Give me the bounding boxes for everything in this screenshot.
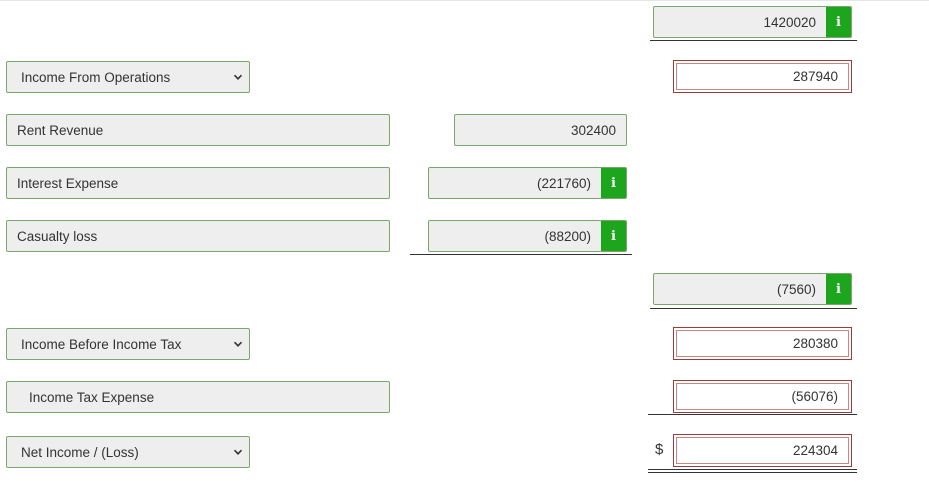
chevron-down-icon <box>233 341 243 347</box>
underline <box>410 254 632 255</box>
info-icon[interactable]: i <box>601 168 626 198</box>
field-value: 280380 <box>792 336 838 351</box>
underline <box>650 308 857 309</box>
field-label: Income Tax Expense <box>29 389 155 405</box>
select-label: Net Income / (Loss) <box>21 444 139 460</box>
rent-revenue-label-field[interactable]: Rent Revenue <box>6 114 390 146</box>
income-before-tax-field[interactable]: 280380 <box>673 327 852 360</box>
underline <box>648 414 857 415</box>
field-value: 287940 <box>792 69 838 84</box>
info-icon[interactable]: i <box>601 221 626 251</box>
field-value: 224304 <box>792 443 838 458</box>
field-value: 302400 <box>570 122 616 138</box>
info-icon[interactable]: i <box>826 7 851 37</box>
net-income-select[interactable]: Net Income / (Loss) <box>6 436 250 468</box>
income-from-operations-select[interactable]: Income From Operations <box>6 61 250 93</box>
income-from-operations-field[interactable]: 287940 <box>673 60 852 93</box>
field-value: (88200) <box>544 228 591 244</box>
interest-expense-label-field[interactable]: Interest Expense <box>6 167 390 199</box>
select-label: Income From Operations <box>21 69 171 85</box>
field-label: Casualty loss <box>17 228 98 244</box>
info-icon[interactable]: i <box>826 274 851 304</box>
income-tax-expense-field[interactable]: (56076) <box>673 380 852 413</box>
net-income-field[interactable]: 224304 <box>673 434 852 467</box>
chevron-down-icon <box>233 74 243 80</box>
currency-symbol: $ <box>655 441 664 458</box>
field-label: Interest Expense <box>17 175 119 191</box>
field-value: (56076) <box>791 389 838 404</box>
select-label: Income Before Income Tax <box>21 336 182 352</box>
rent-revenue-amount-field[interactable]: 302400 <box>454 114 627 146</box>
income-before-tax-select[interactable]: Income Before Income Tax <box>6 328 250 360</box>
other-total-field[interactable]: (7560) i <box>653 273 852 305</box>
double-underline-top <box>648 469 857 470</box>
casualty-loss-label-field[interactable]: Casualty loss <box>6 220 390 252</box>
field-value: (7560) <box>776 281 816 297</box>
casualty-loss-amount-field[interactable]: (88200) i <box>428 220 627 252</box>
top-total-value: 1420020 <box>763 14 816 30</box>
underline <box>650 40 857 41</box>
top-divider <box>0 0 929 1</box>
income-tax-expense-label-field[interactable]: Income Tax Expense <box>6 381 390 413</box>
double-underline-bottom <box>648 472 857 473</box>
interest-expense-amount-field[interactable]: (221760) i <box>428 167 627 199</box>
top-total-field[interactable]: 1420020 i <box>653 6 852 38</box>
chevron-down-icon <box>233 449 243 455</box>
field-label: Rent Revenue <box>17 122 104 138</box>
field-value: (221760) <box>536 175 591 191</box>
